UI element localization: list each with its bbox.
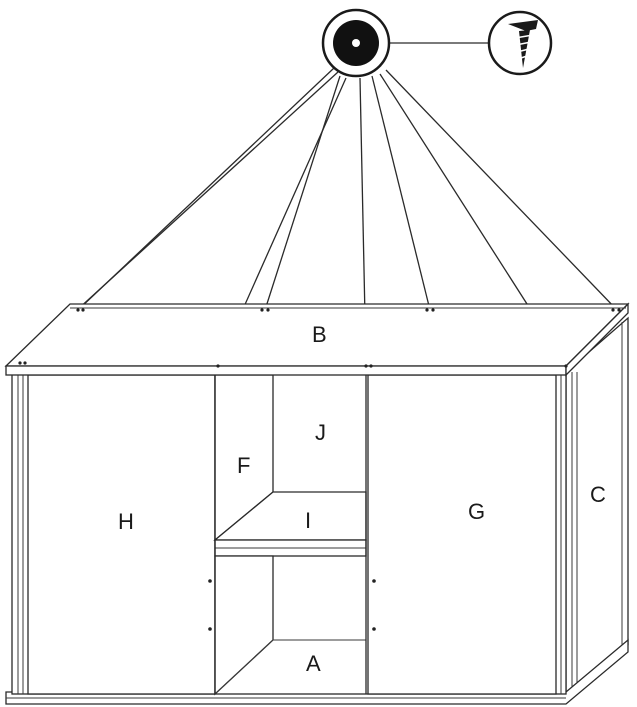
screw-icon	[487, 10, 553, 76]
door-g	[367, 374, 557, 695]
label-b: B	[312, 322, 327, 347]
label-h: H	[118, 509, 134, 534]
label-j: J	[315, 420, 326, 445]
screw-points	[18, 308, 621, 631]
door-h	[27, 374, 216, 695]
screw-hole-icon	[321, 8, 391, 78]
label-f: F	[237, 453, 250, 478]
side-panel-c	[565, 316, 629, 700]
label-g: G	[468, 499, 485, 524]
label-a: A	[306, 651, 321, 676]
label-c: C	[590, 482, 606, 507]
middle-compartment	[213, 374, 367, 696]
top-panel-b	[4, 302, 630, 377]
label-i: I	[305, 508, 311, 533]
